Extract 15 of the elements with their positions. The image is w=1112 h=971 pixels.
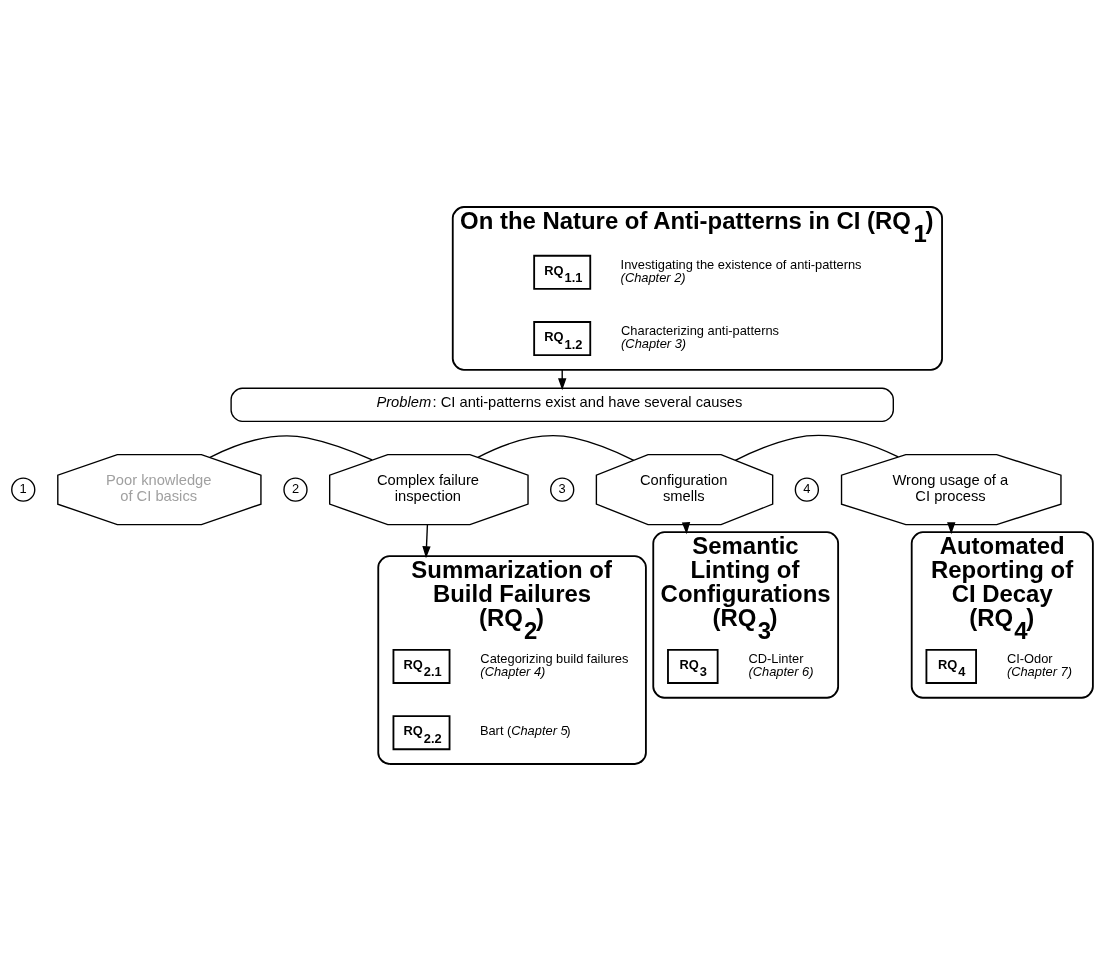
node-label: CI-Odor (Chapter 7) [1006, 650, 1072, 679]
connector [209, 435, 373, 461]
node-label: Characterizing anti-patterns (Chapter 3) [621, 323, 780, 351]
connector [477, 435, 635, 461]
node-circle: 4 [794, 477, 820, 502]
node-label: Bart (Chapter 5) [479, 723, 571, 739]
node-box: Problem: CI anti-patterns exist and have several causes [230, 387, 894, 422]
node-label: Categorizing build failures (Chapter 4) [480, 650, 629, 679]
node-label: CD-Linter (Chapter 6) [748, 650, 814, 679]
node-label: Investigating the existence of anti-patterns (Chapter 2) [620, 256, 862, 285]
node-circle: 3 [550, 477, 575, 502]
connector [734, 434, 899, 461]
node-circle: 2 [283, 477, 308, 502]
node-circle: 1 [11, 477, 36, 502]
arrow [422, 524, 431, 559]
